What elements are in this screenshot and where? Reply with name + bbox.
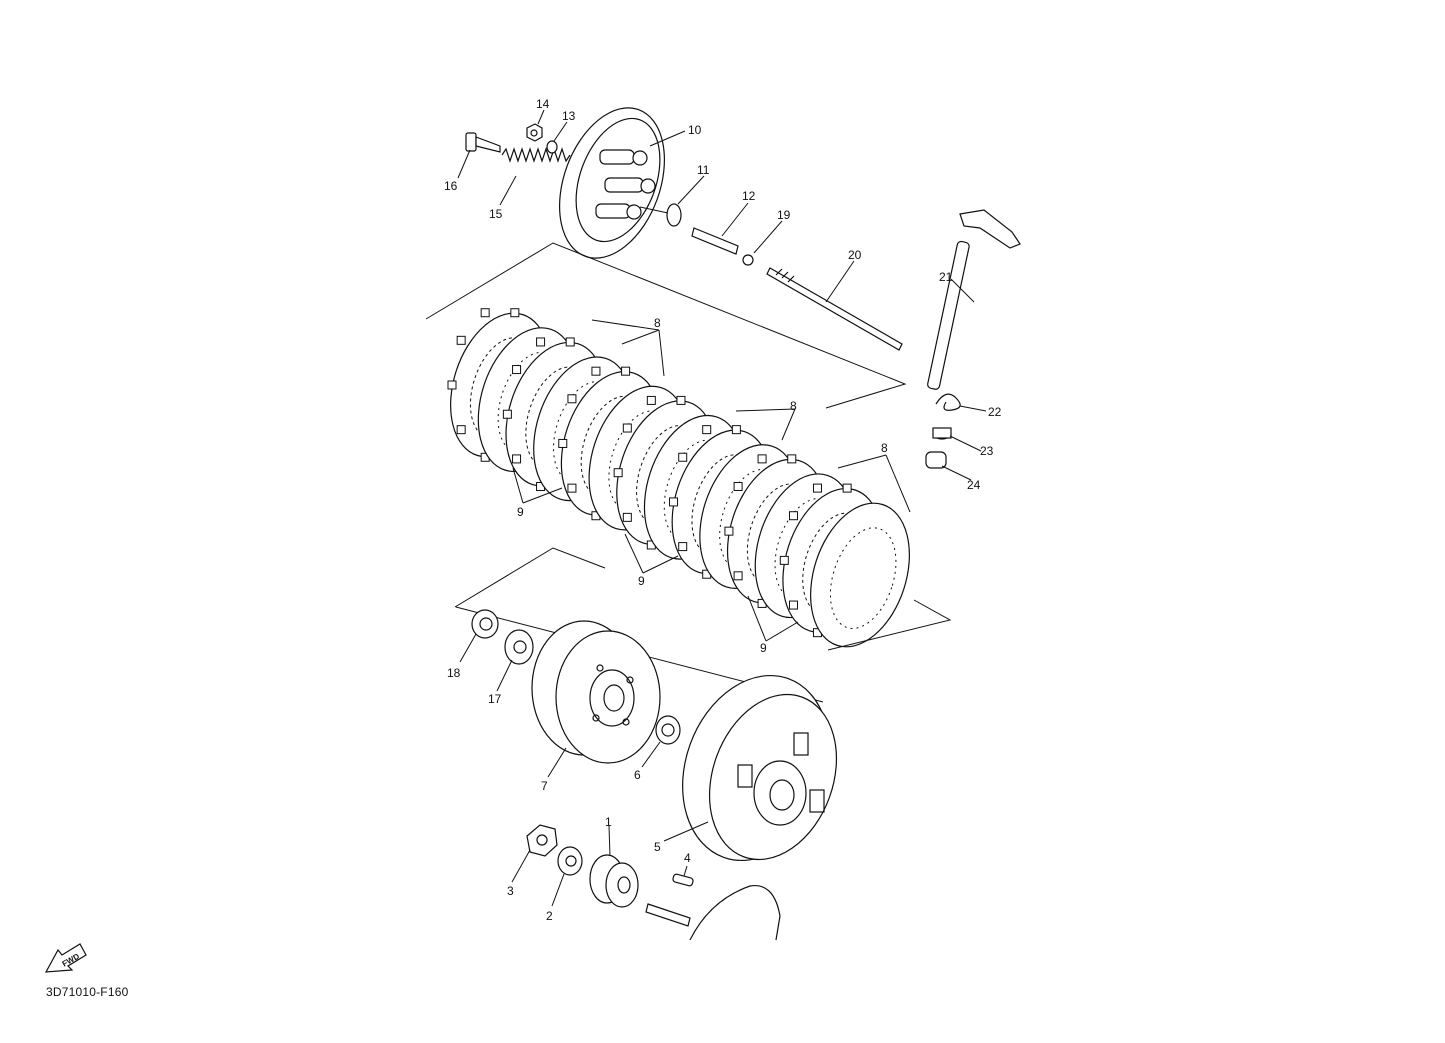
boss-group-outline	[454, 547, 606, 608]
callout-label: 3	[507, 884, 514, 898]
callout-label: 8	[654, 316, 661, 330]
callout-label: 9	[760, 641, 767, 655]
nut-part	[471, 609, 499, 639]
callout-label: 14	[536, 97, 550, 111]
callout-label: 21	[939, 270, 953, 284]
circlip-part	[655, 715, 681, 745]
callout-label: 8	[881, 441, 888, 455]
callout-label: 20	[848, 248, 862, 262]
leader-lines	[457, 109, 987, 907]
callout-label: 19	[777, 208, 791, 222]
lock-washer-part	[557, 846, 583, 876]
callout-label: 12	[742, 189, 756, 203]
callout-label: 24	[967, 478, 981, 492]
washer-part	[546, 140, 558, 154]
callout-label: 22	[988, 405, 1002, 419]
clutch-boss-part	[531, 620, 661, 764]
callout-label: 15	[489, 207, 503, 221]
callout-label: 7	[541, 779, 548, 793]
callout-label: 4	[684, 851, 691, 865]
plate-group-outline	[425, 242, 907, 409]
bolt-part	[465, 132, 501, 153]
callout-label: 16	[444, 179, 458, 193]
push-lever-shaft-part	[927, 209, 1021, 390]
callout-label: 2	[546, 909, 553, 923]
washer-part	[526, 824, 558, 857]
callout-label: 13	[562, 109, 576, 123]
spring-part	[935, 393, 961, 411]
clutch-plate	[810, 502, 910, 648]
bearing-part	[925, 451, 947, 469]
shaft-part	[645, 884, 781, 941]
callout-label: 10	[688, 123, 702, 137]
ball-part	[742, 254, 754, 266]
reference-code: 3D71010-F160	[46, 985, 129, 999]
callout-label: 5	[654, 840, 661, 854]
callout-label: 18	[447, 666, 461, 680]
clutch-housing-part	[682, 674, 838, 862]
nut-part	[526, 123, 543, 142]
push-rod-part	[691, 227, 739, 255]
callout-label: 9	[517, 505, 524, 519]
lock-washer-part	[504, 629, 534, 665]
pressure-plate-part	[558, 107, 666, 259]
clutch-plate-stack	[447, 308, 910, 648]
callout-label: 9	[638, 574, 645, 588]
push-plate-part	[639, 203, 682, 227]
callout-label: 8	[790, 399, 797, 413]
callout-label: 17	[488, 692, 502, 706]
long-push-rod-part	[766, 267, 903, 351]
forward-arrow-icon: FWD	[44, 943, 87, 973]
spring-part	[501, 147, 571, 163]
key-part	[672, 873, 694, 887]
callout-label: 1	[605, 815, 612, 829]
oil-seal-part	[932, 427, 952, 440]
callout-labels: 1 2 3 4 5 6 7 8 8 8 9 9 9 10 11 12 13 14…	[444, 97, 1002, 923]
gear-part	[589, 854, 639, 908]
callout-label: 23	[980, 444, 994, 458]
plate-group-outline	[827, 599, 952, 651]
callout-label: 6	[634, 768, 641, 782]
callout-label: 11	[697, 163, 710, 177]
